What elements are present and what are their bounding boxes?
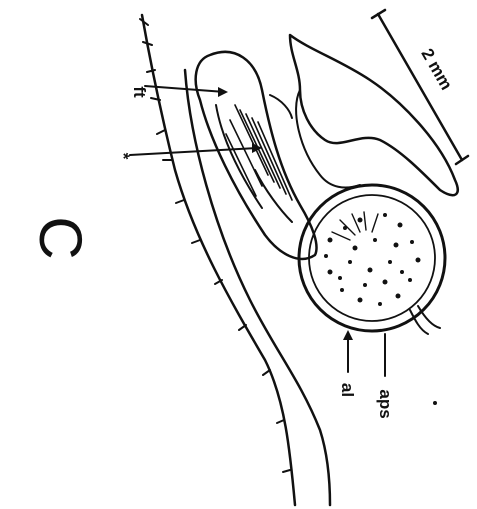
sphere-radiating-lines: [332, 212, 378, 240]
sphere-inner-wall: [309, 195, 435, 321]
panel-letter: C: [27, 216, 94, 259]
inner-tissue-edge: [185, 70, 330, 505]
stray-dot: [433, 401, 437, 405]
scale-bar-cap-bottom: [456, 156, 468, 164]
arrowhead-al: [343, 330, 353, 340]
scale-bar-label: 2 mm: [417, 45, 456, 93]
label-ft: ft: [130, 86, 149, 98]
label-star: *: [114, 153, 133, 160]
sphere-granules: [324, 213, 421, 306]
sphere-outer-wall: [299, 185, 445, 331]
label-aps: aps: [376, 389, 395, 418]
right-tissue-inner-fold: [296, 90, 360, 188]
arrowhead-ft: [218, 87, 228, 97]
label-al: al: [338, 383, 357, 397]
leader-star: [130, 148, 258, 155]
